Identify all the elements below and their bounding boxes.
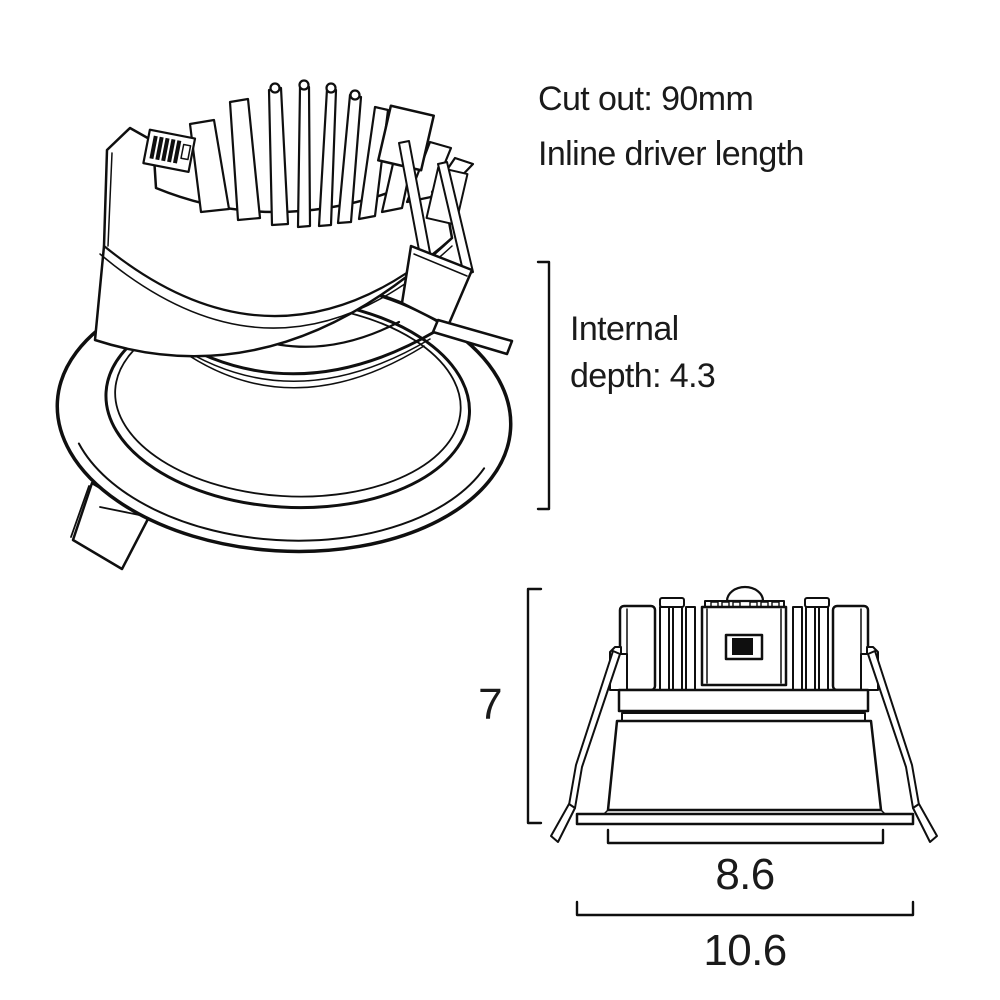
connector-icon — [732, 638, 753, 655]
body-width-dimension-label: 8.6 — [715, 850, 775, 899]
dimension-brackets — [526, 260, 915, 917]
driver-block — [700, 605, 788, 687]
top-plate — [704, 585, 785, 610]
overall-width-dimension-label: 10.6 — [703, 926, 787, 975]
body-width-bracket — [606, 828, 885, 845]
internal-depth-bracket — [536, 260, 551, 511]
dome-icon — [725, 585, 765, 603]
height-dimension-label: 7 — [478, 680, 502, 729]
height-bracket — [526, 587, 543, 825]
internal-depth-label-line1: Internal — [570, 310, 679, 348]
driver-connector-icon — [142, 128, 197, 174]
spring-arms — [550, 650, 938, 843]
overall-width-bracket — [575, 900, 915, 917]
driver-note: Inline driver length — [538, 135, 804, 173]
flange — [575, 812, 915, 826]
spring-clip-icon — [377, 104, 514, 356]
cutout-note: Cut out: 90mm — [538, 80, 754, 118]
perspective-view — [55, 79, 514, 571]
internal-depth-label-line2: depth: 4.3 — [570, 357, 716, 395]
lamp-body — [575, 688, 915, 826]
elevation-view — [550, 585, 938, 843]
